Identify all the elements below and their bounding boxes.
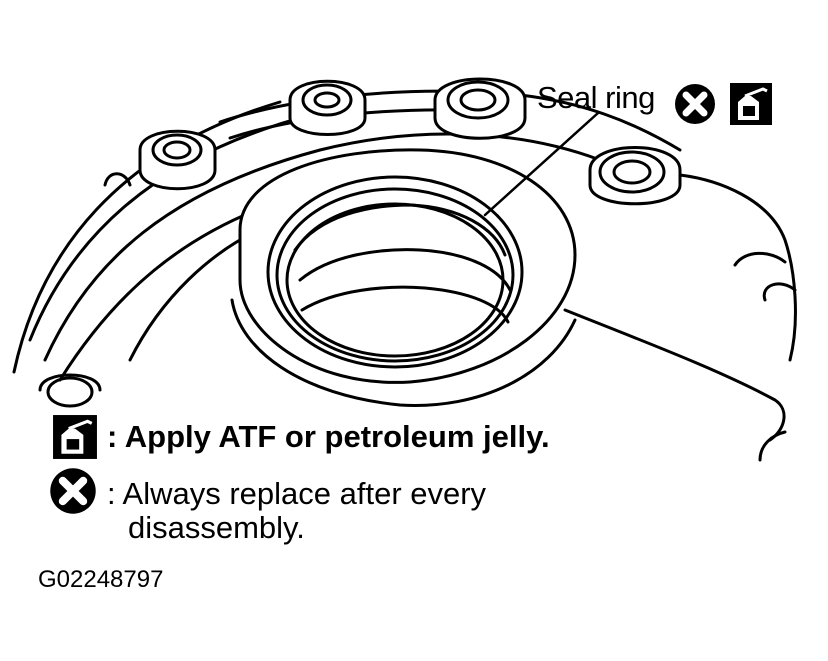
legend-apply-atf-text: : Apply ATF or petroleum jelly.	[107, 419, 550, 454]
seal-ring-leader-line	[483, 111, 600, 217]
housing-flange-edge	[28, 116, 302, 342]
replace-x-icon	[675, 84, 715, 124]
figure-id: G02248797	[38, 566, 164, 593]
legend-always-replace-text: : Always replace after every	[107, 476, 487, 511]
replace-x-icon	[50, 468, 96, 514]
seal-ring-label: Seal ring	[537, 80, 655, 115]
housing-inner-rim	[43, 132, 602, 362]
bolt-boss-2	[288, 79, 367, 136]
bolt-boss-4	[588, 146, 682, 206]
housing-right-extension	[678, 173, 797, 362]
bolt-boss-3	[433, 77, 527, 140]
seal-ring-bore	[230, 148, 577, 407]
housing-outer-edge	[12, 100, 282, 374]
seal-ring	[266, 175, 524, 369]
legend-always-replace-text-line2: disassembly.	[128, 510, 305, 545]
atf-oil-can-icon	[53, 415, 97, 459]
bolt-boss-5	[38, 373, 102, 408]
bolt-boss-1	[138, 129, 217, 191]
atf-oil-can-icon	[730, 83, 772, 125]
